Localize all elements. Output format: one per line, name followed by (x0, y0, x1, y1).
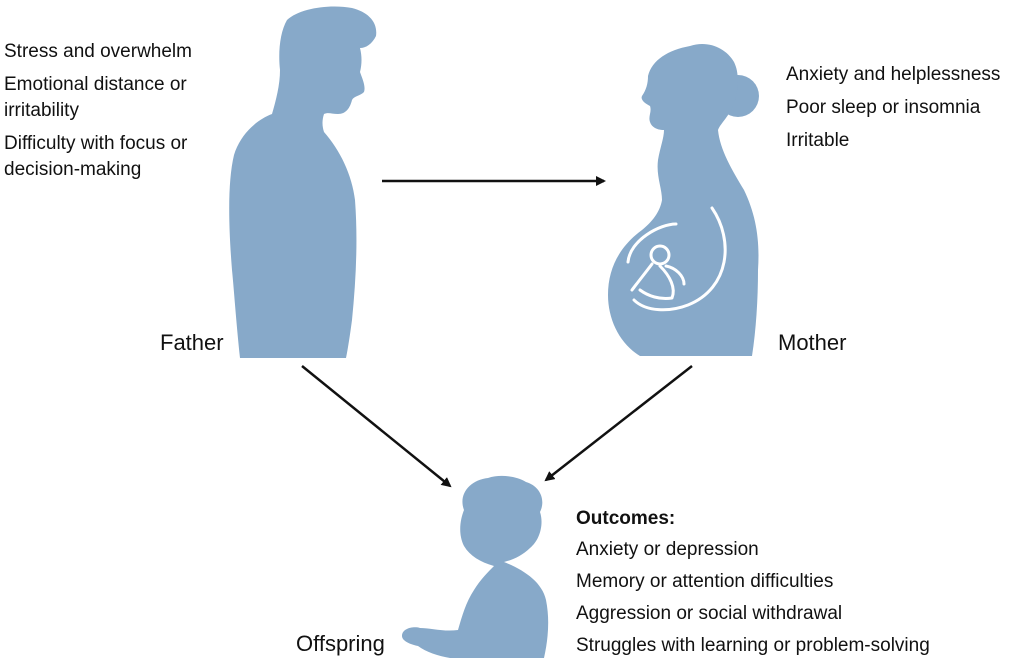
father-silhouette-icon (229, 6, 377, 358)
mother-to-offspring-arrow-icon (544, 365, 693, 482)
father-symptom: decision-making (4, 159, 142, 180)
offspring-label: Offspring (296, 631, 385, 656)
outcome-item: Aggression or social withdrawal (576, 603, 843, 624)
mother-silhouette-icon (608, 43, 759, 357)
father-symptom: Stress and overwhelm (4, 41, 192, 62)
father-symptom: irritability (4, 100, 79, 121)
father-to-offspring-arrow-icon (301, 365, 452, 488)
father-symptom: Difficulty with focus or (4, 133, 188, 154)
fetus-outline-icon (626, 206, 727, 312)
mother-label: Mother (778, 330, 847, 355)
outcomes-title: Outcomes: (576, 508, 676, 529)
mother-symptom: Poor sleep or insomnia (786, 97, 981, 118)
offspring-silhouette-icon (402, 475, 549, 658)
outcome-item: Anxiety or depression (576, 539, 759, 560)
mother-symptom: Irritable (786, 130, 850, 151)
outcome-item: Memory or attention difficulties (576, 571, 834, 592)
outcome-item: Struggles with learning or problem-solvi… (576, 635, 930, 656)
mother-symptom: Anxiety and helplessness (786, 64, 1001, 85)
father-symptom: Emotional distance or (4, 74, 187, 95)
father-label: Father (160, 330, 224, 355)
